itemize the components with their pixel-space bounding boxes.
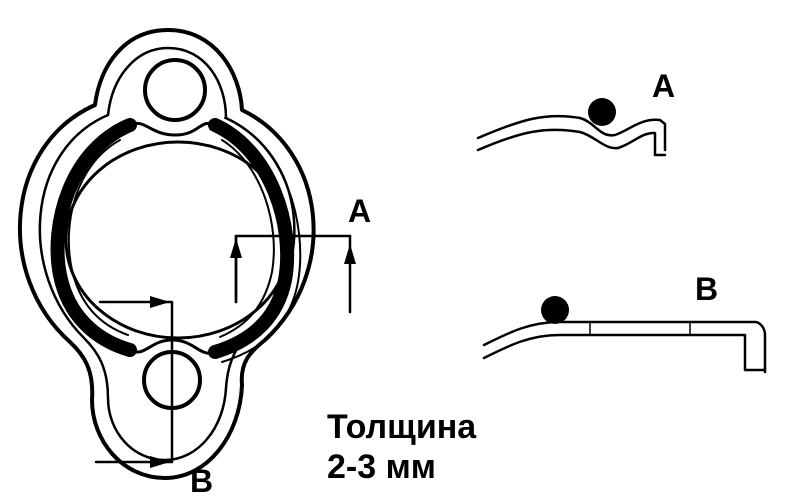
- gasket-inner-outline: [38, 46, 296, 462]
- center-bore: [64, 140, 292, 340]
- bead-ring-right: [208, 118, 295, 359]
- bead-ring-inner-right: [219, 139, 275, 338]
- caption-thickness: Толщина: [327, 408, 477, 446]
- section-a-cut-line: [230, 234, 356, 314]
- section-a-label: A: [348, 193, 371, 229]
- caption-thickness-value: 2-3 мм: [327, 448, 436, 486]
- section-b-profile: [482, 296, 767, 374]
- gasket-drawing: [18, 28, 356, 480]
- section-b-bead: [541, 296, 569, 324]
- bead-ring-outer-right: [221, 117, 302, 363]
- section-b-label: B: [190, 463, 213, 499]
- gasket-outer-outline: [18, 28, 316, 480]
- section-a-bead: [588, 98, 616, 126]
- section-b-cut-line: [94, 296, 174, 468]
- section-b-detail-label: B: [695, 271, 718, 307]
- section-a-detail-label: A: [652, 68, 675, 104]
- bead-ring-left: [50, 118, 137, 357]
- bead-top-scallop: [128, 121, 217, 137]
- top-bolt-hole: [143, 58, 207, 122]
- section-a-profile: [476, 98, 667, 157]
